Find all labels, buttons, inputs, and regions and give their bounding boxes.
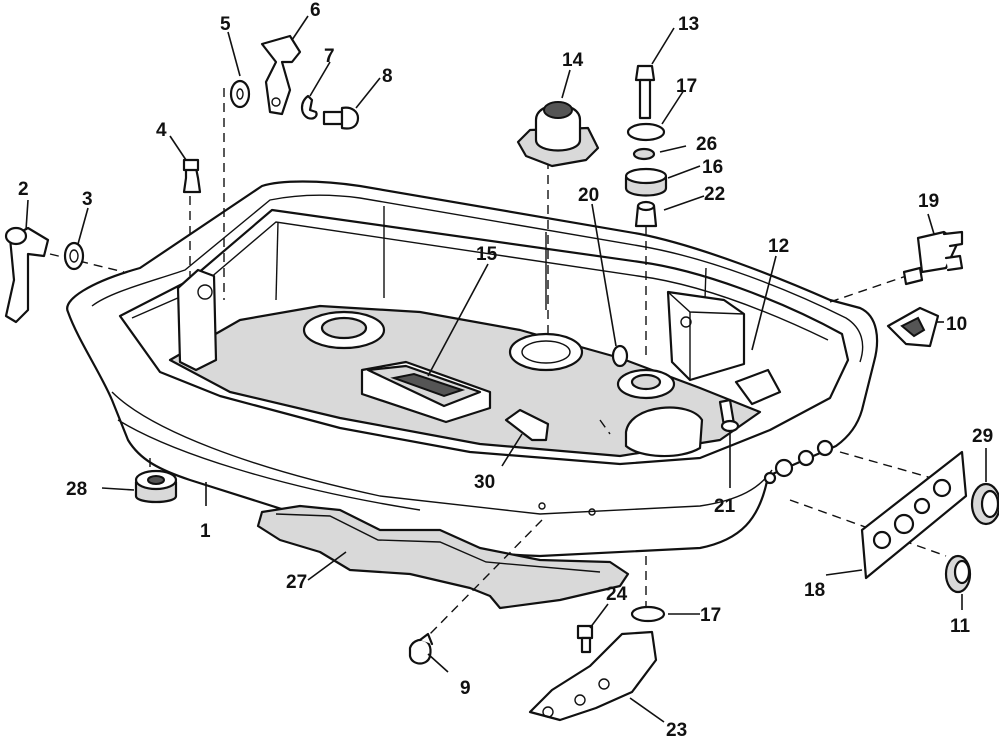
callout-29: 29 xyxy=(972,426,993,447)
callout-11: 11 xyxy=(950,616,971,637)
callout-13: 13 xyxy=(678,14,699,35)
callout-4: 4 xyxy=(156,120,167,141)
callout-30: 30 xyxy=(474,472,495,493)
fitting-part-4 xyxy=(182,158,202,194)
sleeve-part-22 xyxy=(634,200,658,228)
callout-20: 20 xyxy=(578,185,599,206)
washer-part-17-top xyxy=(626,122,666,142)
callout-23: 23 xyxy=(666,720,687,737)
plate-part-18 xyxy=(860,450,968,580)
callout-18: 18 xyxy=(804,580,825,601)
callout-28: 28 xyxy=(66,479,87,500)
callout-19: 19 xyxy=(918,191,939,212)
washer-part-20 xyxy=(611,344,629,368)
callout-3: 3 xyxy=(82,189,93,210)
valve-part-19 xyxy=(902,230,964,286)
callout-7: 7 xyxy=(324,46,335,67)
grommet-part-28 xyxy=(134,469,178,504)
callout-1: 1 xyxy=(200,521,211,542)
callout-labels: 1 2 3 4 5 6 7 8 9 10 11 12 13 14 15 16 1… xyxy=(18,0,993,737)
plug-part-9 xyxy=(408,632,434,665)
grommet-part-10 xyxy=(886,306,940,348)
callout-26: 26 xyxy=(696,134,717,155)
callout-17-top: 17 xyxy=(676,76,697,97)
screw-part-24 xyxy=(576,624,594,654)
washer-part-3 xyxy=(63,241,85,271)
mount-part-14 xyxy=(516,101,600,168)
callout-6: 6 xyxy=(310,0,321,21)
grommet-part-29 xyxy=(970,482,999,526)
leader-lines xyxy=(25,15,987,723)
pad-part-15 xyxy=(360,360,492,424)
callout-14: 14 xyxy=(562,50,584,71)
callout-15: 15 xyxy=(476,244,498,265)
bolt-part-13 xyxy=(634,64,656,120)
bracket-part-23 xyxy=(528,630,658,722)
callout-2: 2 xyxy=(18,179,29,200)
washer-part-17-lower xyxy=(630,605,666,623)
callout-22: 22 xyxy=(704,184,725,205)
lever-part-2 xyxy=(4,226,50,324)
bolt-part-8 xyxy=(322,106,360,130)
washer-part-26 xyxy=(632,147,656,161)
callout-8: 8 xyxy=(382,66,393,87)
callout-21: 21 xyxy=(714,496,736,517)
grommet-part-16 xyxy=(624,167,668,197)
clip-part-30 xyxy=(504,408,550,442)
callout-10: 10 xyxy=(946,314,967,335)
callout-16: 16 xyxy=(702,157,723,178)
washer-part-5 xyxy=(229,79,251,109)
ring-part-7 xyxy=(300,94,318,120)
callout-9: 9 xyxy=(460,678,471,699)
callout-5: 5 xyxy=(220,14,231,35)
callout-27: 27 xyxy=(286,572,307,593)
callout-12: 12 xyxy=(768,236,789,257)
lower-motor-cover xyxy=(66,180,879,558)
callout-24: 24 xyxy=(606,584,628,605)
seal-part-27 xyxy=(256,504,630,610)
grommet-part-11 xyxy=(944,554,972,594)
callout-17-lower: 17 xyxy=(700,605,721,626)
latch-part-6 xyxy=(260,34,302,116)
